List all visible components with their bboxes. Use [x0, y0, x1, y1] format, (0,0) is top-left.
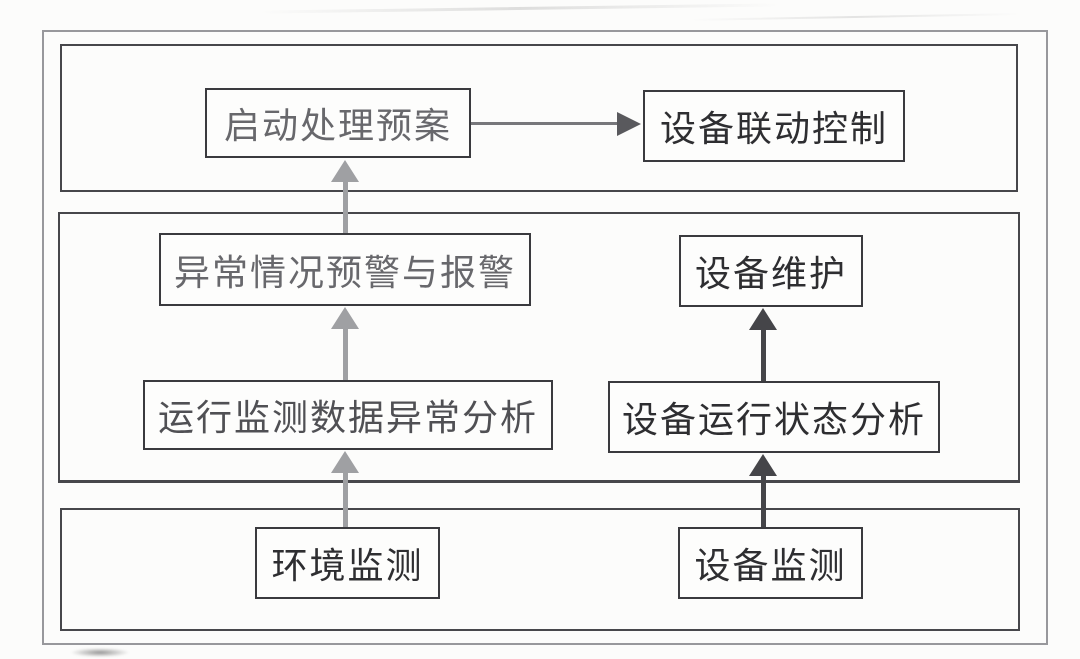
node-start-plan-label: 启动处理预案 [223, 106, 452, 147]
node-equip-monitoring-label: 设备监测 [694, 546, 847, 587]
arrow-head-up-icon [331, 160, 359, 182]
arrow-shaft [761, 324, 766, 381]
node-monitor-analysis-label: 运行监测数据异常分析 [157, 398, 538, 439]
scan-streak [260, 3, 780, 14]
layer-middle-frame [58, 212, 1020, 483]
arrow-head-up-icon [331, 307, 359, 329]
arrow-start-plan-to-linkage-control [471, 112, 641, 136]
layer-top-frame [60, 44, 1018, 192]
arrow-shaft [471, 122, 619, 125]
node-env-monitoring: 环境监测 [255, 527, 440, 599]
arrow-shaft [343, 467, 348, 527]
arrow-head-up-icon [331, 451, 359, 473]
node-linkage-control: 设备联动控制 [643, 90, 905, 162]
node-abnormal-alarm-label: 异常情况预警与报警 [173, 252, 516, 294]
node-monitor-analysis: 运行监测数据异常分析 [143, 380, 553, 450]
node-linkage-control-label: 设备联动控制 [659, 109, 888, 150]
arrow-shaft [343, 323, 348, 380]
arrow-shaft [343, 176, 348, 233]
scan-streak [690, 13, 1020, 21]
node-equip-maintenance-label: 设备维护 [694, 254, 847, 295]
node-status-analysis-label: 设备运行状态分析 [621, 400, 926, 441]
scan-smudge [70, 648, 130, 657]
node-status-analysis: 设备运行状态分析 [608, 381, 940, 453]
node-equip-monitoring: 设备监测 [678, 527, 863, 599]
arrow-shaft [761, 470, 766, 527]
arrow-equip-monitoring-to-status-analysis [749, 454, 777, 527]
outer-frame [42, 30, 1048, 645]
node-start-plan: 启动处理预案 [205, 88, 471, 158]
node-env-monitoring-label: 环境监测 [271, 546, 424, 587]
layer-bottom-frame [60, 508, 1020, 631]
arrow-head-right-icon [617, 112, 641, 136]
arrow-head-up-icon [749, 308, 777, 330]
node-abnormal-alarm: 异常情况预警与报警 [159, 233, 531, 306]
arrow-status-analysis-to-equip-maintenance [749, 308, 777, 381]
node-equip-maintenance: 设备维护 [679, 235, 863, 307]
arrow-abnormal-alarm-to-start-plan [331, 160, 359, 233]
arrow-head-up-icon [749, 454, 777, 476]
arrow-monitor-analysis-to-abnormal-alarm [331, 307, 359, 380]
arrow-env-monitoring-to-monitor-analysis [331, 451, 359, 527]
